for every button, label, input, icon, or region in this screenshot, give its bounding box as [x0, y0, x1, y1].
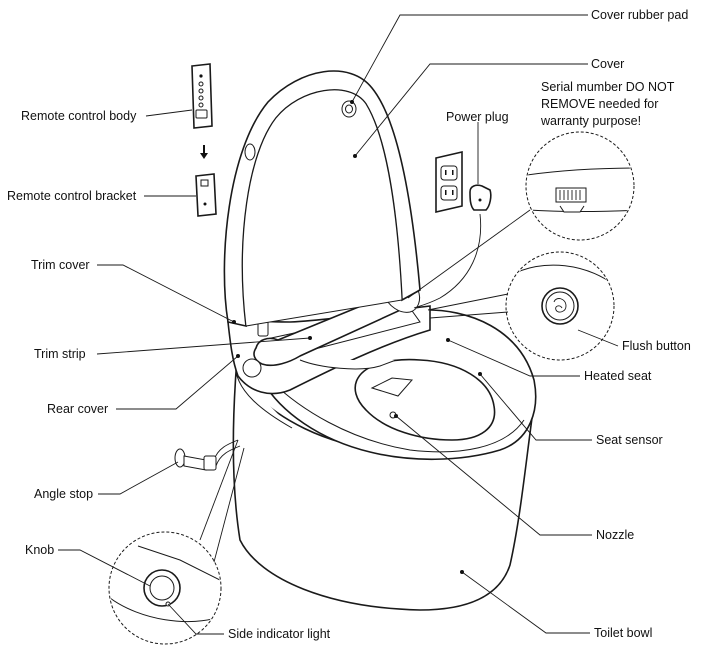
- down-arrow-icon: [200, 145, 208, 159]
- knob-detail: [108, 531, 222, 645]
- label-knob: Knob: [25, 543, 54, 557]
- label-heated-seat: Heated seat: [584, 369, 652, 383]
- label-seat-sensor: Seat sensor: [596, 433, 663, 447]
- label-flush-button: Flush button: [622, 339, 691, 353]
- label-trim-strip: Trim strip: [34, 347, 86, 361]
- power-cord-illustration: [413, 213, 482, 309]
- power-plug-illustration: [469, 184, 492, 211]
- label-remote-control-bracket: Remote control bracket: [7, 189, 137, 203]
- label-serial-line-1: Serial mumber DO NOT: [541, 80, 675, 94]
- cover-illustration: [223, 70, 421, 328]
- label-nozzle: Nozzle: [596, 528, 634, 542]
- serial-number-detail: [525, 131, 635, 241]
- label-toilet-bowl: Toilet bowl: [594, 626, 652, 640]
- label-cover-rubber-pad: Cover rubber pad: [591, 8, 688, 22]
- label-remote-control-body: Remote control body: [21, 109, 137, 123]
- label-serial-line-3: warranty purpose!: [540, 114, 641, 128]
- remote-control-bracket-illustration: [195, 173, 217, 217]
- water-hose-illustration: [174, 439, 241, 471]
- remote-control-body-illustration: [191, 63, 213, 129]
- label-rear-cover: Rear cover: [47, 402, 108, 416]
- label-power-plug: Power plug: [446, 110, 509, 124]
- label-angle-stop: Angle stop: [34, 487, 93, 501]
- flush-button-detail: [505, 251, 615, 361]
- label-cover: Cover: [591, 57, 624, 71]
- power-outlet-illustration: [435, 150, 463, 214]
- leader-lines: [58, 14, 619, 635]
- label-side-indicator-light: Side indicator light: [228, 627, 331, 641]
- label-trim-cover: Trim cover: [31, 258, 90, 272]
- label-serial-line-2: REMOVE needed for: [541, 97, 658, 111]
